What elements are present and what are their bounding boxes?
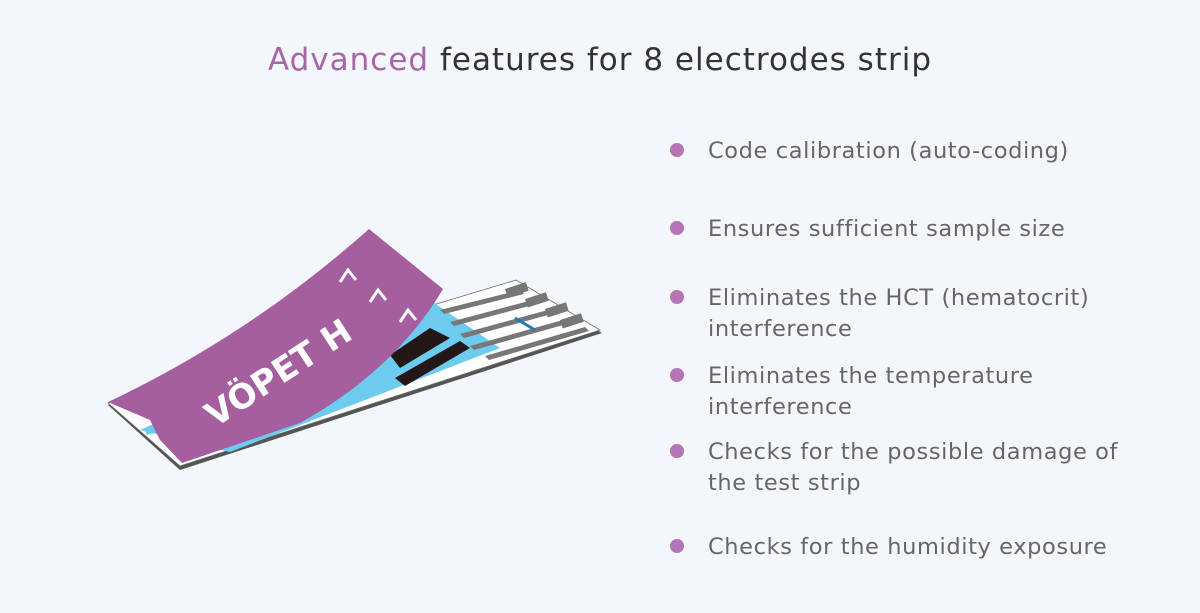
feature-item: Ensures sufficient sample size xyxy=(670,214,1168,245)
strip-blue-marker xyxy=(514,316,536,332)
feature-item: Eliminates the temperature interference xyxy=(670,361,1088,423)
feature-text: Ensures sufficient sample size xyxy=(708,216,1066,242)
feature-text: Eliminates the HCT (hematocrit) interfer… xyxy=(708,285,1090,342)
electrode-traces xyxy=(440,282,589,360)
bullet-icon xyxy=(670,368,684,382)
feature-text: Checks for the humidity exposure xyxy=(708,534,1108,560)
bullet-icon xyxy=(670,539,684,553)
strip-label-flap xyxy=(108,229,443,463)
bullet-icon xyxy=(670,444,684,458)
strip-reaction-zone xyxy=(390,328,450,368)
bullet-icon xyxy=(670,143,684,157)
feature-text: Code calibration (auto-coding) xyxy=(708,138,1069,164)
title-rest: features for 8 electrodes strip xyxy=(439,42,933,78)
feature-item: Checks for the humidity exposure xyxy=(670,532,1168,563)
bullet-icon xyxy=(670,221,684,235)
bullet-icon xyxy=(670,290,684,304)
feature-text: Checks for the possible damage of the te… xyxy=(708,439,1119,496)
page-title: Advanced features for 8 electrodes strip xyxy=(0,42,1200,78)
feature-text: Eliminates the temperature interference xyxy=(708,363,1034,420)
strip-reaction-zone-2 xyxy=(395,341,470,386)
feature-item: Code calibration (auto-coding) xyxy=(670,136,1168,167)
title-accent: Advanced xyxy=(267,42,430,78)
feature-item: Eliminates the HCT (hematocrit) interfer… xyxy=(670,283,1128,345)
arrow-marks xyxy=(338,267,418,323)
feature-item: Checks for the possible damage of the te… xyxy=(670,437,1148,499)
